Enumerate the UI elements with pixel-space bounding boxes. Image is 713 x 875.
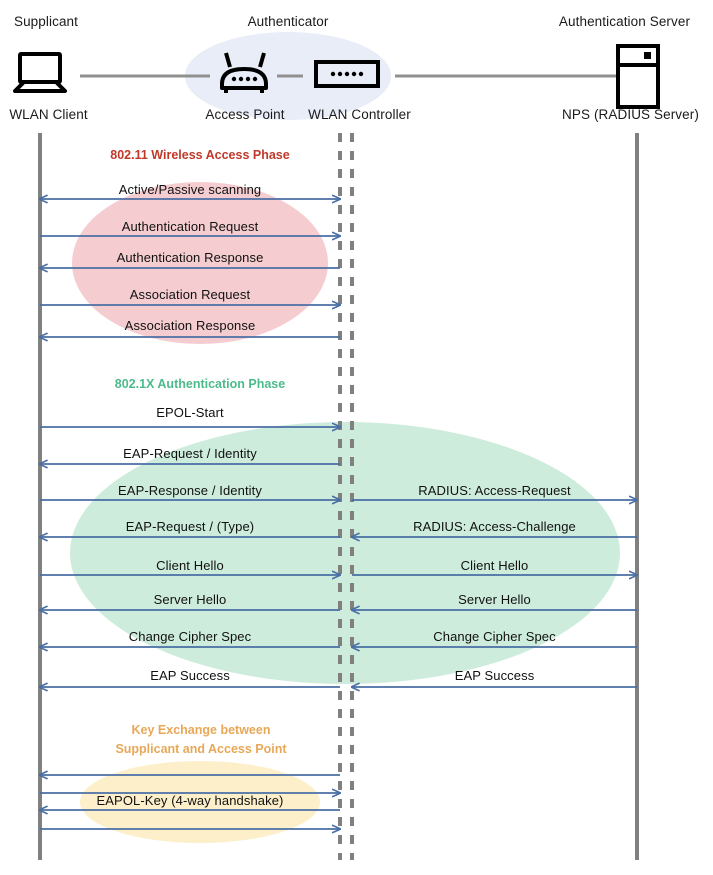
phase-label-wireless-access: 802.11 Wireless Access Phase bbox=[110, 148, 290, 162]
actor-device-nps: NPS (RADIUS Server) bbox=[562, 107, 699, 122]
message-label-active-passive-scanning: Active/Passive scanning bbox=[118, 182, 262, 197]
message-label-epol-start: EPOL-Start bbox=[156, 405, 224, 420]
message-label-eap-request-type: EAP-Request / (Type) bbox=[125, 519, 255, 534]
actor-role-auth-server: Authentication Server bbox=[558, 14, 691, 29]
left-message-arrows bbox=[40, 199, 340, 829]
message-label-server-hello-right: Server Hello bbox=[458, 592, 531, 607]
phase-label-dot1x: 802.1X Authentication Phase bbox=[114, 377, 286, 391]
message-label-radius-access-challenge: RADIUS: Access-Challenge bbox=[413, 519, 576, 534]
message-label-radius-access-request: RADIUS: Access-Request bbox=[418, 483, 571, 498]
right-message-arrows bbox=[352, 500, 637, 687]
phase-label-key-exchange-line1: Key Exchange between bbox=[131, 723, 271, 737]
actor-device-wlan-controller: WLAN Controller bbox=[308, 107, 411, 122]
wireless-phase-ellipse bbox=[72, 182, 328, 344]
server-icon bbox=[616, 44, 660, 109]
message-label-eap-success-right: EAP Success bbox=[454, 668, 535, 683]
message-label-server-hello-left: Server Hello bbox=[153, 592, 227, 607]
message-label-eap-success-left: EAP Success bbox=[150, 668, 230, 683]
key-exchange-ellipse bbox=[80, 761, 320, 843]
actor-device-access-point: Access Point bbox=[205, 107, 285, 122]
message-label-client-hello-right: Client Hello bbox=[460, 558, 529, 573]
message-label-eap-response-identity: EAP-Response / Identity bbox=[118, 483, 262, 498]
message-label-eapol-key: EAPOL-Key (4-way handshake) bbox=[96, 793, 284, 808]
actor-device-wlan-client: WLAN Client bbox=[9, 107, 88, 122]
message-label-eap-request-identity: EAP-Request / Identity bbox=[123, 446, 257, 461]
dot1x-phase-ellipse bbox=[70, 422, 620, 684]
phase-label-key-exchange-line2: Supplicant and Access Point bbox=[115, 742, 287, 756]
message-label-authentication-response: Authentication Response bbox=[116, 250, 264, 265]
message-label-authentication-request: Authentication Request bbox=[121, 219, 259, 234]
message-label-client-hello-left: Client Hello bbox=[156, 558, 224, 573]
actor-role-authenticator: Authenticator bbox=[247, 14, 329, 29]
wlan-controller-icon bbox=[314, 60, 380, 88]
message-label-change-cipher-spec-left: Change Cipher Spec bbox=[128, 629, 252, 644]
actor-role-supplicant: Supplicant bbox=[13, 14, 79, 29]
access-point-icon bbox=[220, 52, 268, 93]
message-label-association-request: Association Request bbox=[129, 287, 251, 302]
message-label-association-response: Association Response bbox=[124, 318, 256, 333]
message-label-change-cipher-spec-right: Change Cipher Spec bbox=[433, 629, 556, 644]
laptop-icon bbox=[13, 52, 67, 93]
